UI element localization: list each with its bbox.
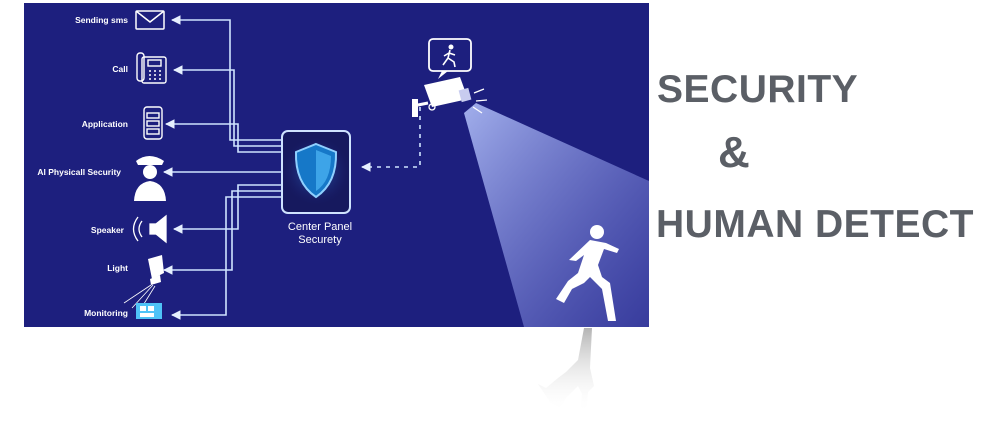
connector-lines xyxy=(163,15,421,320)
output-label-sms: Sending sms xyxy=(75,15,128,25)
headline-security: SECURITY xyxy=(657,68,859,111)
running-person-alert-icon xyxy=(428,38,472,79)
center-panel-label-line2: Securety xyxy=(298,234,342,246)
center-panel-label-line1: Center Panel xyxy=(288,221,352,233)
spotlight-icon xyxy=(123,255,164,309)
output-label-speaker: Speaker xyxy=(91,225,125,235)
security-guard-icon xyxy=(134,156,166,201)
output-label-call: Call xyxy=(112,64,128,74)
running-person-figure xyxy=(556,225,619,321)
cctv-camera-icon xyxy=(412,77,488,117)
output-label-physical-security: Al Physicall Security xyxy=(37,167,121,177)
envelope-icon xyxy=(135,10,165,30)
output-label-application: Application xyxy=(82,119,128,129)
runner-reflection xyxy=(538,328,594,414)
headline-human-detect: HUMAN DETECT xyxy=(656,203,974,246)
security-system-diagram: Sending sms Call Application Al Physical… xyxy=(37,10,649,327)
camera-light-beam xyxy=(464,103,649,327)
headline-ampersand: & xyxy=(718,128,751,177)
diagram-panel: Sending sms Call Application Al Physical… xyxy=(24,3,649,327)
phone-icon xyxy=(136,52,167,84)
output-label-light: Light xyxy=(107,263,128,273)
output-label-monitoring: Monitoring xyxy=(84,308,128,318)
shield-icon xyxy=(294,142,338,199)
speaker-icon xyxy=(132,214,167,244)
mobile-app-icon xyxy=(143,106,163,140)
monitoring-icon xyxy=(136,303,162,319)
